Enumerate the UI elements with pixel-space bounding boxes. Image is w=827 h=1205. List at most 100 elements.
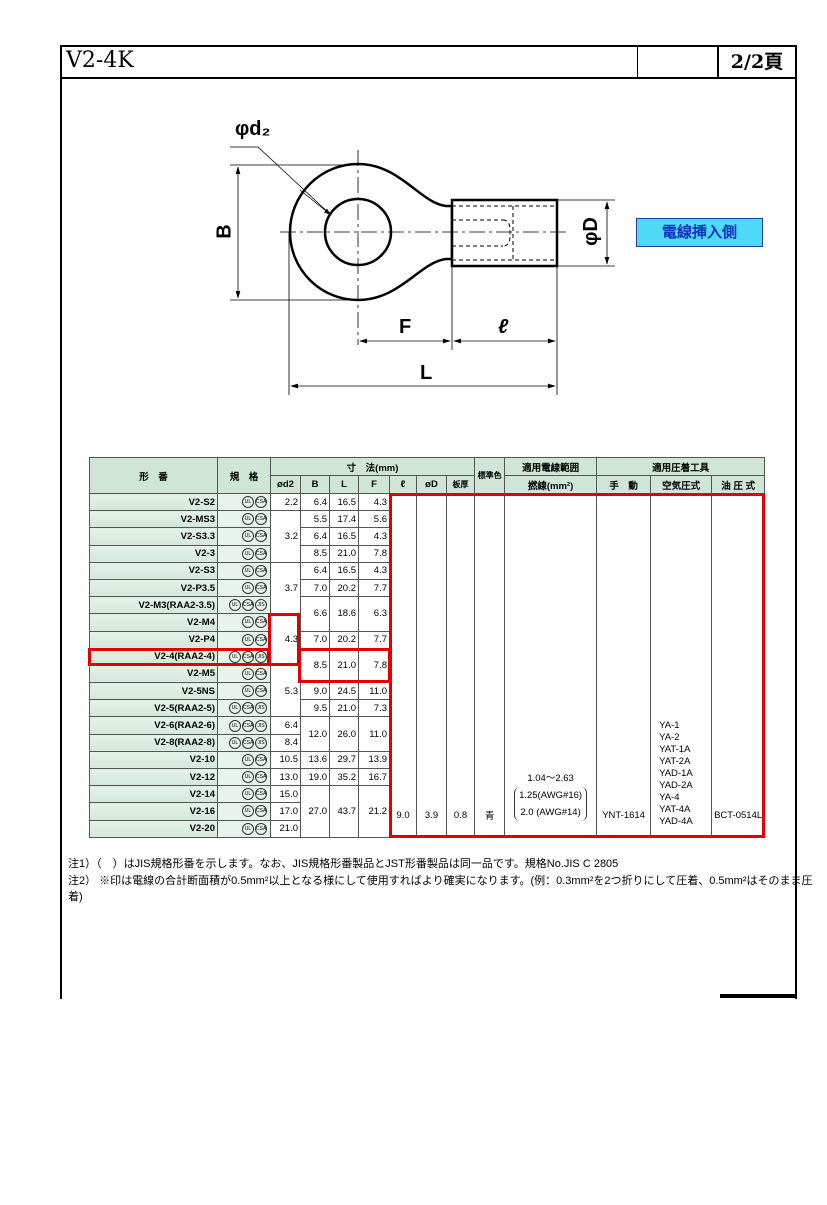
- dim-label-b: B: [213, 224, 236, 239]
- csa-mark-icon: CSA: [255, 530, 267, 543]
- l-cell: 24.5: [329, 682, 359, 701]
- l-cell: 16.5: [329, 561, 359, 580]
- b-cell: 6.6: [300, 596, 330, 632]
- col-stranded: 撚線(mm²): [504, 475, 598, 494]
- ul-mark-icon: UL: [242, 616, 254, 629]
- l-cell: 16.5: [329, 492, 359, 512]
- b-cell: 9.0: [300, 682, 330, 701]
- ul-mark-icon: UL: [242, 822, 254, 835]
- f-cell: 11.0: [358, 682, 390, 701]
- l-cell: 29.7: [329, 750, 359, 770]
- l-cell: 17.4: [329, 510, 359, 529]
- csa-mark-icon: CSA: [255, 547, 267, 560]
- ul-mark-icon: UL: [229, 650, 241, 663]
- b-cell: 9.5: [300, 699, 330, 718]
- d2-cell: 3.7: [270, 561, 301, 615]
- model-cell: V2-S3: [89, 561, 218, 580]
- l-cell: 20.2: [329, 630, 359, 649]
- od-cell-value: 3.9: [424, 809, 439, 821]
- model-cell: V2-10: [89, 750, 218, 770]
- d2-cell: 21.0: [270, 819, 301, 838]
- jis-mark-icon: JIS: [255, 702, 267, 715]
- csa-mark-icon: CSA: [255, 496, 267, 509]
- b-cell: 27.0: [300, 785, 330, 838]
- b-cell: 6.4: [300, 561, 330, 580]
- highlight-blf-cells: [298, 648, 391, 683]
- col-ell: ℓ: [389, 475, 417, 494]
- title-blank-cell: [637, 45, 718, 77]
- pneumatic-tool-item: YAD-1A: [659, 768, 693, 780]
- csa-mark-icon: CSA: [242, 736, 254, 749]
- pneumatic-tool-item: YA-1: [659, 720, 680, 732]
- wire-range-main: 1.04～2.63: [527, 772, 574, 784]
- model-cell: V2-S2: [89, 492, 218, 512]
- csa-mark-icon: CSA: [255, 753, 267, 766]
- col-standard: 規 格: [217, 457, 271, 494]
- ul-mark-icon: UL: [242, 513, 254, 526]
- col-b: B: [300, 475, 330, 494]
- hydraulic-tool: BCT-0514L: [714, 809, 763, 821]
- hydraulic-tool-cell: BCT-0514L: [711, 493, 766, 838]
- manual-tool: YNT-1614: [602, 809, 645, 821]
- model-cell: V2-S3.3: [89, 527, 218, 546]
- csa-mark-icon: CSA: [255, 667, 267, 680]
- f-cell: 4.3: [358, 561, 390, 580]
- b-cell: 6.4: [300, 527, 330, 546]
- b-cell: 5.5: [300, 510, 330, 529]
- note-2: 注2） ※印は電線の合計断面積が0.5mm²以上となる様にして使用すればより確実…: [68, 875, 813, 903]
- f-cell: 7.8: [358, 544, 390, 563]
- csa-mark-icon: CSA: [255, 771, 267, 784]
- d2-cell: 3.2: [270, 510, 301, 563]
- note-1: 注1）（ ）はJIS規格形番を示します。なお、JIS規格形番製品とJST形番製品…: [68, 858, 619, 870]
- col-color: 標準色: [474, 457, 506, 494]
- d2-cell: 15.0: [270, 785, 301, 804]
- col-l: L: [329, 475, 359, 494]
- b-cell: 7.0: [300, 578, 330, 598]
- csa-mark-icon: CSA: [255, 788, 267, 801]
- ul-mark-icon: UL: [242, 633, 254, 646]
- ul-mark-icon: UL: [229, 702, 241, 715]
- model-cell: V2-16: [89, 802, 218, 821]
- col-thickness: 板厚: [445, 475, 476, 494]
- dim-label-d2: φd₂: [235, 118, 271, 140]
- jis-mark-icon: JIS: [255, 650, 267, 663]
- ul-mark-icon: UL: [229, 599, 241, 612]
- col-pneumatic: 空気圧式: [650, 475, 713, 494]
- d2-cell: 10.5: [270, 750, 301, 770]
- csa-mark-icon: CSA: [255, 564, 267, 577]
- bottom-rule: [720, 994, 795, 998]
- ell-cell-value: 9.0: [396, 809, 410, 821]
- barrel: [450, 198, 559, 268]
- csa-mark-icon: CSA: [242, 650, 254, 663]
- pneumatic-tool-item: YAD-4A: [659, 816, 693, 828]
- l-cell: 16.5: [329, 527, 359, 546]
- l-cell: 21.0: [329, 699, 359, 718]
- f-cell: 4.3: [358, 492, 390, 512]
- highlight-model-row: [88, 648, 270, 666]
- color-cell-value: 青: [484, 811, 495, 823]
- dim-label-f: F: [399, 316, 412, 338]
- col-d2: ød2: [270, 475, 301, 494]
- d2-cell: 8.4: [270, 733, 301, 752]
- ul-mark-icon: UL: [242, 564, 254, 577]
- ul-mark-icon: UL: [242, 753, 254, 766]
- title-bar: V2-4K 2/2頁: [60, 45, 795, 79]
- model-cell: V2-6(RAA2-6): [89, 716, 218, 735]
